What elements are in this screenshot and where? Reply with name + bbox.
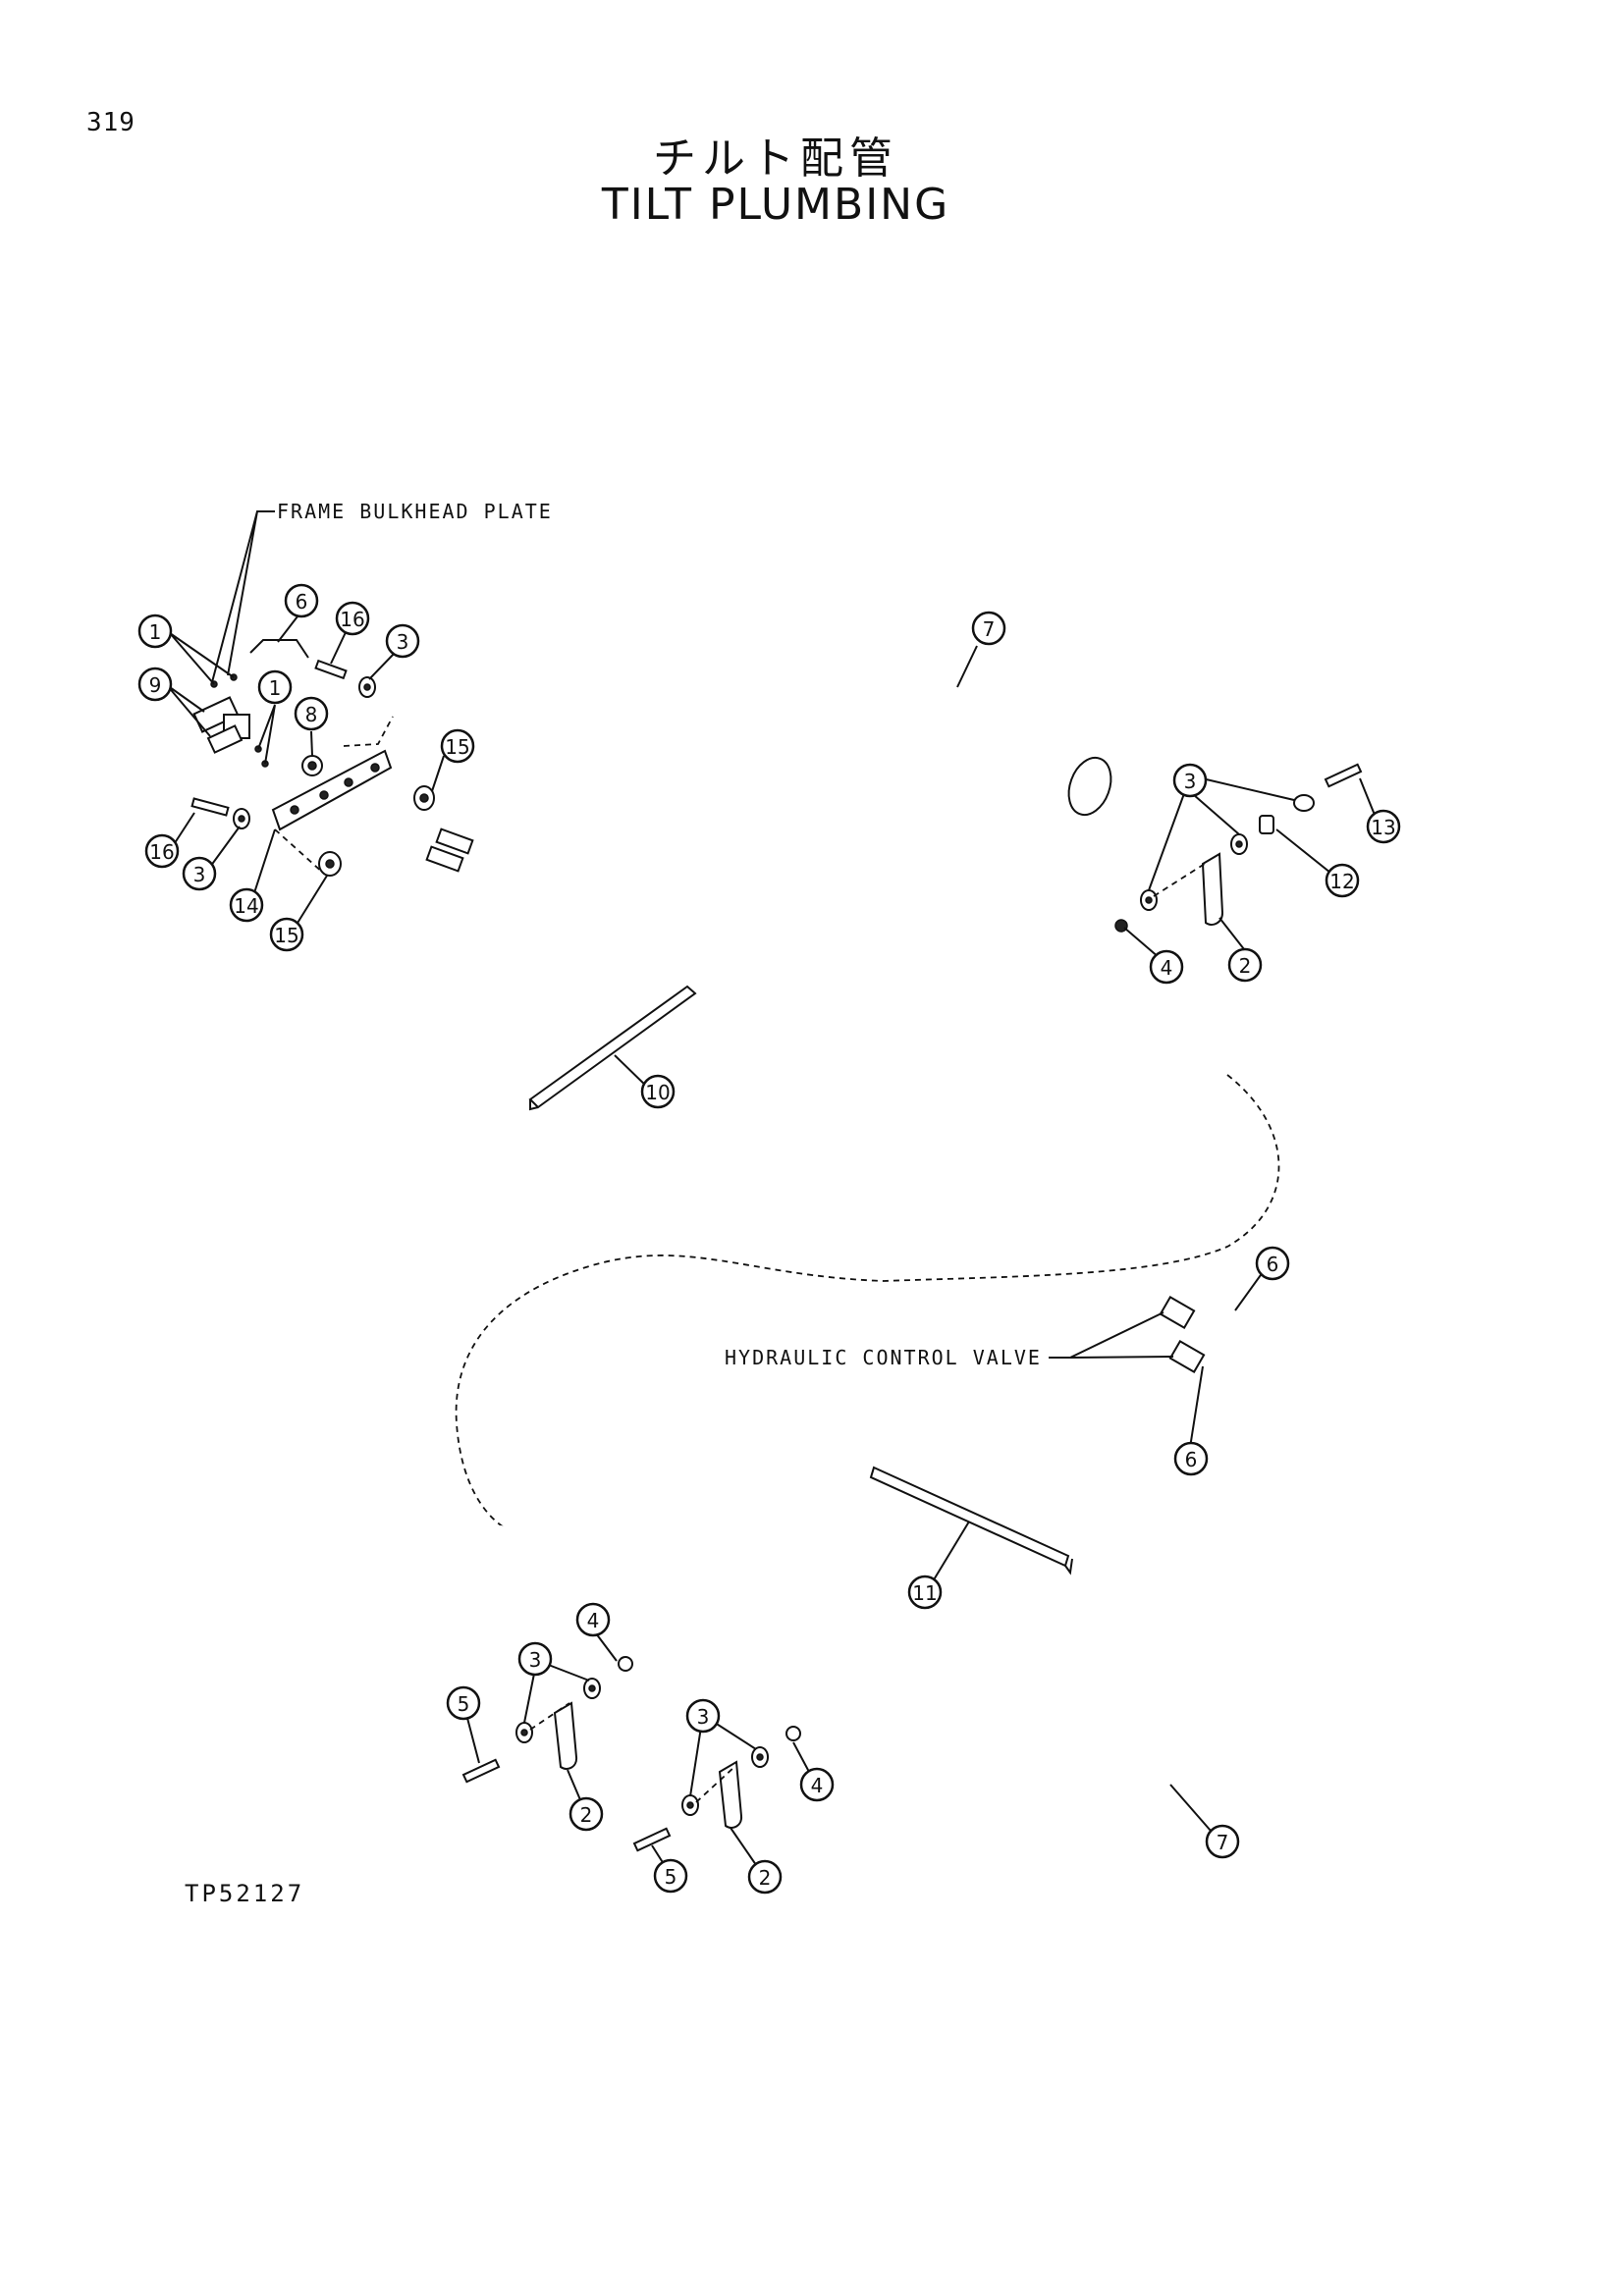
callout-6a: 6 [284,583,319,618]
callout-6b: 6 [1255,1246,1290,1281]
svg-text:12: 12 [1329,870,1354,893]
svg-text:2: 2 [1239,954,1252,978]
svg-text:16: 16 [149,840,174,864]
callout-7a: 7 [971,611,1006,646]
svg-text:3: 3 [397,630,409,654]
protective-sleeve-lower [887,1623,1303,1881]
title-japanese: チルト配管 [653,133,898,184]
svg-text:6: 6 [1185,1448,1198,1471]
callout-leaders [166,615,1380,1876]
clamp-2b [553,1701,578,1770]
callout-11: 11 [907,1575,943,1610]
callout-5b: 5 [653,1858,688,1894]
washer-15a [413,785,435,811]
svg-text:6: 6 [296,590,308,614]
callout-15a: 15 [440,728,475,764]
svg-text:1: 1 [269,676,282,700]
channel-strip-11 [869,1466,1073,1575]
svg-text:6: 6 [1267,1253,1279,1276]
nut-8 [301,755,323,776]
svg-text:2: 2 [759,1866,772,1890]
callout-7b: 7 [1205,1824,1240,1859]
tee-fitting [192,696,250,754]
callout-13: 13 [1366,809,1401,844]
callout-2c: 2 [747,1859,783,1895]
lower-hose-pair [495,1295,1309,1751]
bolt-16a [314,659,348,680]
frame-bulkhead-plate-label: FRAME BULKHEAD PLATE [277,500,553,523]
callout-1b: 1 [257,669,293,705]
hose-routing-dashed-line [455,1074,1280,1532]
callout-3c: 3 [1172,763,1208,798]
svg-text:1: 1 [149,620,162,644]
frame-bulkhead-plate-leader [211,510,275,683]
svg-text:2: 2 [580,1803,593,1827]
svg-text:11: 11 [912,1581,937,1605]
bulkhead-plate [271,749,393,831]
hydraulic-control-valve-leader [1049,1311,1174,1359]
clamp-2c [718,1760,743,1829]
callout-10: 10 [640,1074,676,1109]
washer-3b [233,808,250,829]
callout-16b: 16 [144,833,180,869]
callout-16a: 16 [335,601,370,636]
svg-text:7: 7 [1217,1831,1229,1854]
svg-text:14: 14 [234,894,258,918]
svg-text:15: 15 [445,735,469,759]
svg-text:7: 7 [983,617,996,641]
callout-3a: 3 [385,623,420,659]
callout-2a: 2 [1227,947,1263,983]
clamp-assembly-upper-right [1114,763,1363,933]
page-number: 319 [86,108,135,137]
washer-15b [318,851,342,877]
callout-3e: 3 [685,1698,721,1734]
washer-3a [358,676,376,698]
svg-text:10: 10 [645,1081,670,1104]
callout-4b: 4 [575,1602,611,1637]
svg-text:3: 3 [529,1648,542,1672]
callout-14: 14 [229,887,264,923]
callout-6c: 6 [1173,1441,1209,1476]
callout-1a: 1 [137,614,173,649]
svg-text:4: 4 [811,1774,824,1797]
protective-sleeve-upper [482,594,1118,817]
svg-text:4: 4 [1161,956,1173,980]
svg-text:16: 16 [340,608,364,631]
drawing-code: TP52127 [185,1880,305,1907]
svg-text:8: 8 [305,703,318,726]
svg-text:13: 13 [1371,816,1395,839]
bolt-16b [190,797,230,817]
callout-12: 12 [1325,863,1360,898]
svg-text:9: 9 [149,673,162,697]
svg-text:3: 3 [1184,770,1197,793]
callout-15b: 15 [269,917,304,952]
callout-2b: 2 [568,1796,604,1832]
svg-text:3: 3 [697,1705,710,1729]
callout-8: 8 [294,696,329,731]
svg-text:4: 4 [587,1609,600,1632]
callout-3d: 3 [517,1641,553,1677]
callout-9: 9 [137,667,173,702]
callout-4a: 4 [1149,949,1184,985]
hydraulic-control-valve-label: HYDRAULIC CONTROL VALVE [725,1346,1042,1369]
svg-text:5: 5 [458,1692,470,1716]
callout-5a: 5 [446,1685,481,1721]
svg-text:15: 15 [274,924,298,947]
svg-text:5: 5 [665,1865,677,1889]
bulkhead-assembly [190,639,435,877]
clamp-2a [1201,852,1224,926]
callout-3b: 3 [182,856,217,891]
clamp-assembly-lower-left [461,1656,633,1784]
clamp-assembly-lower-center [632,1726,801,1852]
svg-text:3: 3 [193,863,206,886]
upper-hose-pair [425,828,1233,1086]
title-english: TILT PLUMBING [601,180,950,230]
callout-4c: 4 [799,1767,835,1802]
channel-strip-10 [528,985,697,1111]
